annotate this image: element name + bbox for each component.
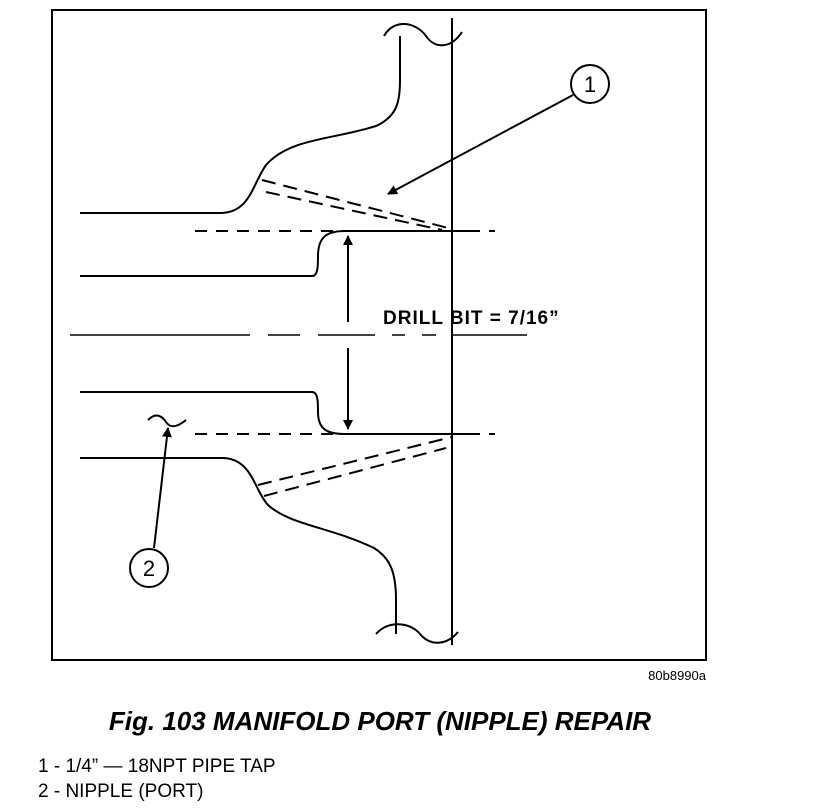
drill-bit-label: DRILL BIT = 7/16” (383, 308, 560, 329)
callout-2-number: 2 (143, 556, 155, 581)
top-break-line (383, 23, 463, 47)
bottom-break-line (375, 623, 459, 644)
callout-1-circle (570, 64, 610, 104)
legend-item-2: 2 - NIPPLE (PORT) (38, 781, 204, 802)
lower-taper-line-a (257, 436, 453, 486)
callout-2-circle (129, 548, 169, 588)
lower-taper-line-b (263, 447, 447, 497)
nipple-break-symbol (147, 414, 187, 428)
nipple-lower-wall (80, 391, 468, 435)
figure-frame (51, 9, 707, 661)
upper-taper-line-b (265, 191, 443, 231)
callout-2-leader (153, 427, 172, 549)
callout-1-leader (387, 94, 574, 195)
callout-1-number: 1 (584, 72, 596, 97)
upper-taper-line-a (261, 179, 453, 230)
figure-code: 80b8990a (648, 668, 707, 683)
legend: 1 - 1/4” — 18NPT PIPE TAP 2 - NIPPLE (PO… (38, 754, 276, 804)
upper-outer-contour (80, 36, 401, 214)
legend-item-1: 1 - 1/4” — 18NPT PIPE TAP (38, 756, 276, 777)
manifold-port-diagram: DRILL BIT = 7/16” 1 2 80b8990a (51, 9, 707, 683)
lower-outer-contour (80, 457, 397, 634)
figure-caption: Fig. 103 MANIFOLD PORT (NIPPLE) REPAIR (108, 706, 652, 736)
nipple-upper-wall (80, 230, 468, 277)
